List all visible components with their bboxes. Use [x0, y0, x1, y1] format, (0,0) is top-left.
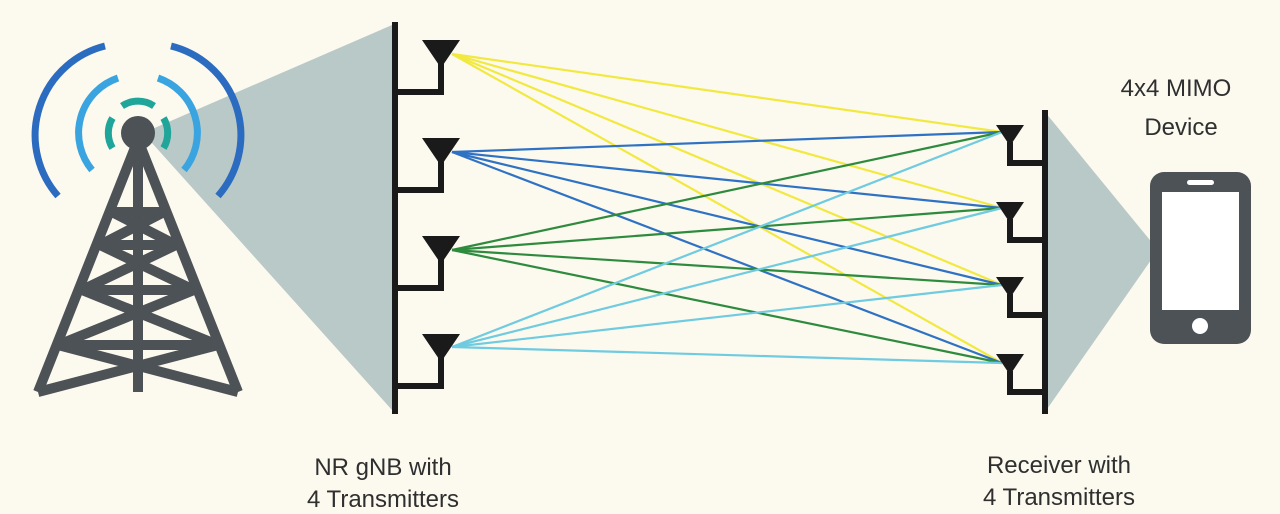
gnb-antenna-array — [392, 22, 444, 414]
wave-inner-top — [120, 97, 156, 110]
gnb-antenna-arm-4 — [395, 356, 444, 389]
gnb-caption-line2: 4 Transmitters — [307, 486, 459, 513]
receiver-antenna-icon-3 — [996, 277, 1024, 298]
phone-home-button — [1192, 318, 1208, 334]
wave-outer-left — [31, 42, 106, 199]
receiver-antenna-array — [1007, 110, 1048, 414]
gnb-antenna-arm-3 — [395, 258, 444, 291]
receiver-antenna-icon-2 — [996, 202, 1024, 223]
link-line-tx3-rx2 — [451, 206, 1003, 252]
link-line-tx2-rx3 — [451, 150, 1003, 287]
link-line-tx1-rx2 — [451, 52, 1003, 210]
link-line-tx1-rx3 — [451, 52, 1003, 287]
link-line-tx4-rx2 — [451, 206, 1003, 349]
smartphone-icon — [1150, 172, 1251, 344]
receiver-caption-line2: 4 Transmitters — [983, 484, 1135, 511]
phone-speaker — [1187, 180, 1214, 185]
radio-waves-icon — [31, 42, 245, 199]
receiver-antenna-arm-4 — [1007, 371, 1045, 395]
receiver-caption-line1: Receiver with — [987, 452, 1131, 479]
wave-outer-right — [170, 42, 245, 199]
link-line-tx3-rx4 — [451, 248, 1003, 365]
wave-middle-right — [156, 74, 201, 173]
receiver-antenna-arm-1 — [1007, 142, 1045, 166]
gnb-antenna-icon-2 — [422, 138, 460, 166]
device-title-line2: Device — [1144, 114, 1217, 141]
link-line-tx2-rx4 — [451, 150, 1003, 365]
gnb-caption-line1: NR gNB with — [314, 454, 451, 481]
gnb-antenna-icon-1 — [422, 40, 460, 68]
gnb-beam-fan — [143, 25, 392, 410]
cell-tower-icon — [33, 138, 243, 397]
receiver-antenna-arm-2 — [1007, 219, 1045, 243]
device-title-line1: 4x4 MIMO — [1121, 75, 1232, 102]
mimo-link-lines — [451, 52, 1003, 365]
link-line-tx3-rx1 — [451, 130, 1003, 252]
link-line-tx3-rx3 — [451, 248, 1003, 287]
receiver-antenna-icon-4 — [996, 354, 1024, 375]
link-line-tx4-rx1 — [451, 130, 1003, 349]
wave-inner-right — [160, 116, 172, 150]
receiver-antenna-heads — [996, 125, 1024, 375]
wave-inner-left — [104, 116, 116, 150]
gnb-antenna-arm-1 — [395, 62, 444, 95]
receiver-beam-fan — [1045, 112, 1158, 412]
gnb-antenna-icon-3 — [422, 236, 460, 264]
gnb-antenna-heads — [422, 40, 460, 362]
link-line-tx2-rx2 — [451, 150, 1003, 210]
link-line-tx1-rx1 — [451, 52, 1003, 134]
gnb-antenna-icon-4 — [422, 334, 460, 362]
receiver-antenna-icon-1 — [996, 125, 1024, 146]
link-line-tx4-rx4 — [451, 345, 1003, 365]
tower-top-icon — [121, 116, 155, 150]
link-line-tx4-rx3 — [451, 283, 1003, 349]
wave-middle-left — [75, 74, 120, 173]
link-line-tx1-rx4 — [451, 53, 1003, 364]
receiver-antenna-arm-3 — [1007, 294, 1045, 318]
phone-screen — [1162, 192, 1239, 310]
gnb-antenna-arm-2 — [395, 160, 444, 193]
link-line-tx2-rx1 — [451, 130, 1003, 154]
